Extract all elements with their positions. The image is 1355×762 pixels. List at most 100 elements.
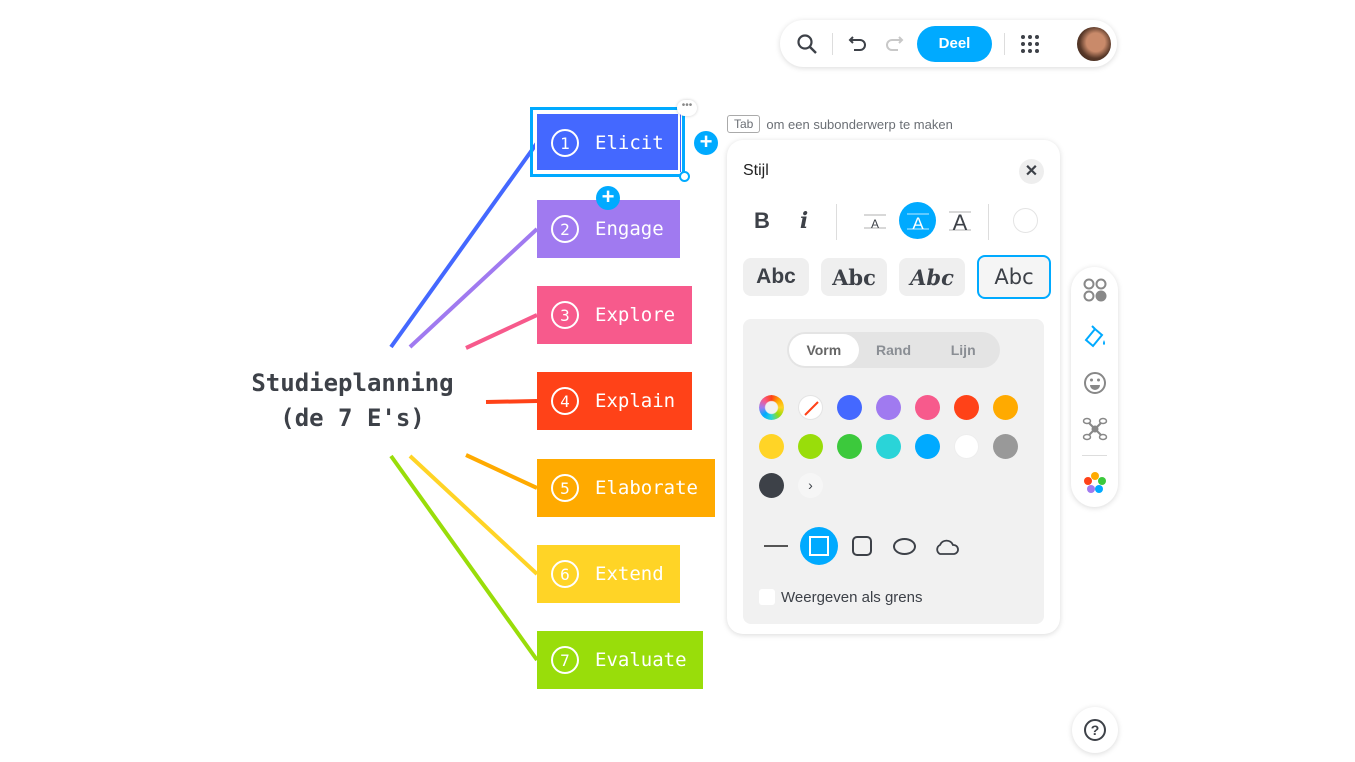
style-panel: Stijl ✕ B i A A A Abc Abc Abc Abc Vorm R… [727, 140, 1060, 634]
color-swatch[interactable] [759, 473, 784, 498]
topic-node-extend[interactable]: 6 Extend [537, 545, 680, 603]
font-options: Abc Abc Abc Abc [743, 255, 1051, 299]
apps-grid-icon[interactable] [1017, 31, 1043, 57]
text-size-small-icon[interactable]: A [857, 202, 893, 240]
color-swatch[interactable] [837, 395, 862, 420]
topic-label: Engage [595, 218, 664, 240]
text-size-medium-icon[interactable]: A [899, 202, 936, 239]
font-mono-button[interactable]: Abc [977, 255, 1051, 299]
topic-label: Elaborate [595, 477, 698, 499]
topic-label: Explain [595, 390, 676, 412]
top-toolbar: Deel [780, 20, 1117, 67]
font-serif-button[interactable]: Abc [821, 258, 887, 296]
shape-ellipse-icon[interactable] [885, 527, 923, 565]
chevron-right-icon[interactable]: › [798, 473, 823, 498]
divider [836, 204, 837, 240]
svg-text:A: A [953, 210, 968, 233]
svg-text:?: ? [1091, 722, 1100, 738]
color-theme-icon[interactable] [1082, 470, 1108, 496]
topic-node-evaluate[interactable]: 7 Evaluate [537, 631, 703, 689]
svg-text:A: A [871, 217, 879, 231]
emoji-icon[interactable] [1082, 370, 1108, 396]
color-swatch[interactable] [837, 434, 862, 459]
style-tabs: Vorm Rand Lijn [787, 332, 1000, 368]
color-swatch[interactable] [915, 395, 940, 420]
connector-line [408, 227, 539, 349]
color-swatch[interactable] [993, 395, 1018, 420]
layout-icon[interactable] [1082, 277, 1108, 303]
topic-number: 7 [551, 646, 579, 674]
divider [1082, 455, 1107, 456]
tab-hint: Tab om een subonderwerp te maken [727, 115, 953, 133]
divider [988, 204, 989, 240]
more-options-icon[interactable]: ••• [677, 100, 697, 116]
topic-label: Extend [595, 563, 664, 585]
share-button[interactable]: Deel [917, 25, 992, 62]
panel-title: Stijl [743, 162, 769, 179]
shape-style-section: Vorm Rand Lijn › Weergeven als grens [743, 319, 1044, 624]
no-color-swatch[interactable] [798, 395, 823, 420]
font-sans-button[interactable]: Abc [743, 258, 809, 296]
resize-handle[interactable] [679, 171, 690, 182]
help-button[interactable]: ? [1072, 707, 1118, 753]
shape-line-icon[interactable] [757, 527, 795, 565]
color-swatch[interactable] [876, 395, 901, 420]
topic-number: 3 [551, 301, 579, 329]
topic-number: 1 [551, 129, 579, 157]
cloud-icon[interactable] [928, 527, 966, 565]
topic-node-explore[interactable]: 3 Explore [537, 286, 692, 344]
selection-frame [530, 107, 685, 177]
connector-line [465, 313, 538, 350]
font-handwriting-button[interactable]: Abc [899, 258, 965, 296]
connections-icon[interactable] [1082, 416, 1108, 442]
central-topic[interactable]: Studieplanning (de 7 E's) [251, 369, 454, 432]
connector-line [389, 454, 539, 662]
topic-node-explain[interactable]: 4 Explain [537, 372, 692, 430]
topic-number: 2 [551, 215, 579, 243]
divider [1004, 32, 1005, 55]
undo-icon[interactable] [845, 31, 871, 57]
tab-key-badge: Tab [727, 115, 761, 133]
rainbow-color-swatch[interactable] [759, 395, 784, 420]
tab-rand[interactable]: Rand [876, 342, 911, 358]
shape-rectangle-icon[interactable] [800, 527, 838, 565]
close-icon[interactable]: ✕ [1019, 159, 1044, 184]
side-toolbar [1071, 267, 1118, 507]
show-as-boundary-checkbox[interactable] [759, 589, 775, 605]
redo-icon[interactable] [881, 31, 907, 57]
bold-button[interactable]: B [754, 208, 770, 233]
color-swatch[interactable] [759, 434, 784, 459]
connector-line [485, 399, 538, 404]
color-swatch[interactable] [915, 434, 940, 459]
text-color-button[interactable] [1013, 208, 1038, 233]
shape-rounded-rectangle-icon[interactable] [843, 527, 881, 565]
hint-text: om een subonderwerp te maken [766, 116, 953, 132]
tab-vorm[interactable]: Vorm [789, 334, 859, 366]
color-swatch[interactable] [798, 434, 823, 459]
topic-number: 6 [551, 560, 579, 588]
tab-lijn[interactable]: Lijn [950, 342, 976, 358]
topic-number: 5 [551, 474, 579, 502]
color-swatch[interactable] [954, 434, 979, 459]
text-size-large-icon[interactable]: A [942, 202, 978, 240]
add-sibling-right-button[interactable]: + [694, 131, 718, 155]
italic-button[interactable]: i [799, 208, 809, 234]
topic-number: 4 [551, 387, 579, 415]
svg-text:A: A [912, 214, 924, 232]
topic-label: Explore [595, 304, 676, 326]
paint-bucket-icon[interactable] [1082, 324, 1108, 350]
color-swatch[interactable] [954, 395, 979, 420]
topic-label: Elicit [595, 132, 664, 154]
topic-label: Evaluate [595, 649, 687, 671]
connector-line [408, 454, 539, 576]
topic-node-elicit[interactable]: 1 Elicit [537, 114, 681, 172]
connector-line [465, 453, 538, 490]
search-icon[interactable] [794, 31, 820, 57]
topic-node-elaborate[interactable]: 5 Elaborate [537, 459, 715, 517]
add-topic-below-button[interactable]: + [596, 186, 620, 210]
divider [832, 32, 833, 55]
avatar[interactable] [1077, 26, 1111, 61]
color-swatch[interactable] [993, 434, 1018, 459]
color-swatch[interactable] [876, 434, 901, 459]
